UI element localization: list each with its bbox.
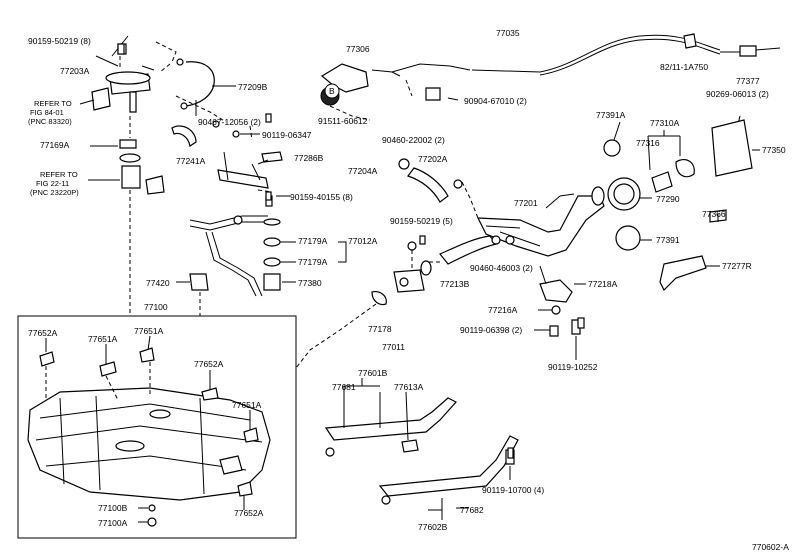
label-77651A-3: 77651A bbox=[232, 400, 262, 410]
label-90159-50219-8: 90159-50219 (8) bbox=[28, 36, 91, 46]
label-77652A-2: 77652A bbox=[194, 359, 224, 369]
fuel-tank-frame bbox=[17, 315, 297, 539]
label-refer2-c: (PNC 23220P) bbox=[30, 188, 79, 197]
label-90119-06398: 90119-06398 (2) bbox=[460, 325, 522, 335]
label-77241A: 77241A bbox=[176, 156, 206, 166]
label-refer1-a: REFER TO bbox=[34, 99, 72, 108]
label-77286B: 77286B bbox=[294, 153, 324, 163]
filler-pipe-section bbox=[295, 33, 781, 369]
label-77277R: 77277R bbox=[722, 261, 752, 271]
label-circle-b: B bbox=[329, 86, 335, 96]
label-refer2-a: REFER TO bbox=[40, 170, 78, 179]
fuel-tank-straps bbox=[324, 378, 519, 520]
tank-leaders bbox=[45, 335, 251, 523]
label-77202A: 77202A bbox=[418, 154, 448, 164]
fuel-tank bbox=[27, 387, 271, 501]
label-77391: 77391 bbox=[656, 235, 680, 245]
label-77681: 77681 bbox=[332, 382, 356, 392]
label-77613A: 77613A bbox=[394, 382, 424, 392]
label-77169A: 77169A bbox=[40, 140, 70, 150]
label-77203A: 77203A bbox=[60, 66, 90, 76]
label-77652A-3: 77652A bbox=[234, 508, 264, 518]
tank-pads bbox=[39, 347, 259, 527]
label-77601B: 77601B bbox=[358, 368, 388, 378]
label-77179A-2: 77179A bbox=[298, 257, 328, 267]
diagram-code: 770602-A bbox=[752, 542, 789, 552]
label-77652A-1: 77652A bbox=[28, 328, 58, 338]
fuel-filler-lid-components bbox=[534, 119, 760, 360]
label-90467-12056: 90467-12056 (2) bbox=[198, 117, 261, 127]
label-90460-22002: 90460-22002 (2) bbox=[382, 135, 445, 145]
label-77201: 77201 bbox=[514, 198, 538, 208]
label-90119-10700: 90119-10700 (4) bbox=[482, 485, 544, 495]
label-77651A-2: 77651A bbox=[134, 326, 164, 336]
label-77602B: 77602B bbox=[418, 522, 448, 532]
label-77306: 77306 bbox=[346, 44, 370, 54]
label-77682: 77682 bbox=[460, 505, 484, 515]
label-77380: 77380 bbox=[298, 278, 322, 288]
label-77377: 77377 bbox=[736, 76, 760, 86]
label-77420: 77420 bbox=[146, 278, 170, 288]
label-77100B: 77100B bbox=[98, 503, 128, 513]
label-90159-50219-5: 90159-50219 (5) bbox=[390, 216, 453, 226]
label-77179A-1: 77179A bbox=[298, 236, 328, 246]
label-77209B: 77209B bbox=[238, 82, 268, 92]
label-77204A: 77204A bbox=[348, 166, 378, 176]
label-77218A: 77218A bbox=[588, 279, 618, 289]
label-77213B: 77213B bbox=[440, 279, 470, 289]
fuel-pump-bracket bbox=[91, 43, 283, 195]
label-90460-46003: 90460-46003 (2) bbox=[470, 263, 533, 273]
fasteners bbox=[117, 43, 585, 459]
label-77100: 77100 bbox=[144, 302, 168, 312]
label-77178: 77178 bbox=[368, 324, 392, 334]
label-77100A: 77100A bbox=[98, 518, 128, 528]
label-refer2-b: FIG 22-11 bbox=[36, 179, 69, 188]
label-77391A: 77391A bbox=[596, 110, 626, 120]
label-82111-1A750: 82/11-1A750 bbox=[660, 62, 708, 72]
label-refer1-c: (PNC 83320) bbox=[28, 117, 72, 126]
label-77316: 77316 bbox=[636, 138, 660, 148]
label-77290: 77290 bbox=[656, 194, 680, 204]
label-77216A: 77216A bbox=[488, 305, 518, 315]
label-77035: 77035 bbox=[496, 28, 520, 38]
circle-b-marker bbox=[324, 83, 340, 99]
fuel-tube-assy bbox=[176, 195, 347, 316]
label-77651A-1: 77651A bbox=[88, 334, 118, 344]
label-90904-67010: 90904-67010 (2) bbox=[464, 96, 527, 106]
label-91511-60612: 91511-60612 bbox=[318, 116, 368, 126]
label-90159-40155: 90159-40155 (8) bbox=[290, 192, 353, 202]
label-77012A: 77012A bbox=[348, 236, 378, 246]
label-90119-06347: 90119-06347 bbox=[262, 130, 312, 140]
label-77011: 77011 bbox=[382, 342, 405, 352]
label-refer1-b: FIG 84-01 bbox=[30, 108, 64, 117]
label-77366: 77366 bbox=[702, 209, 726, 219]
label-90119-10252: 90119-10252 bbox=[548, 362, 598, 372]
labels: 90159-50219 (8) 77203A REFER TO FIG 84-0… bbox=[28, 28, 789, 552]
label-77350: 77350 bbox=[762, 145, 786, 155]
label-77310A: 77310A bbox=[650, 118, 680, 128]
label-90269-06013: 90269-06013 (2) bbox=[706, 89, 769, 99]
